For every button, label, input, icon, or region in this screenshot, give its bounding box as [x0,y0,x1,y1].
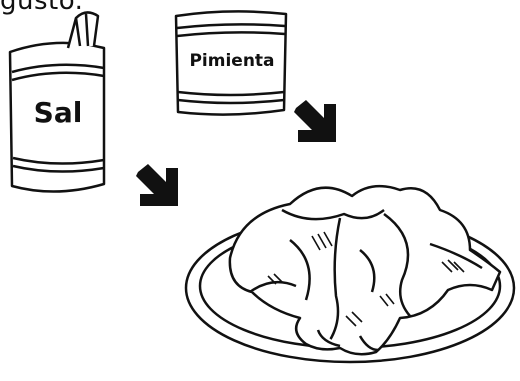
salt-label: Sal [34,96,83,129]
cropped-top-text: gusto. [0,0,83,16]
pepper-label: Pimienta [189,51,274,71]
arrow-icon [136,164,178,206]
arrow-icon [294,100,336,142]
